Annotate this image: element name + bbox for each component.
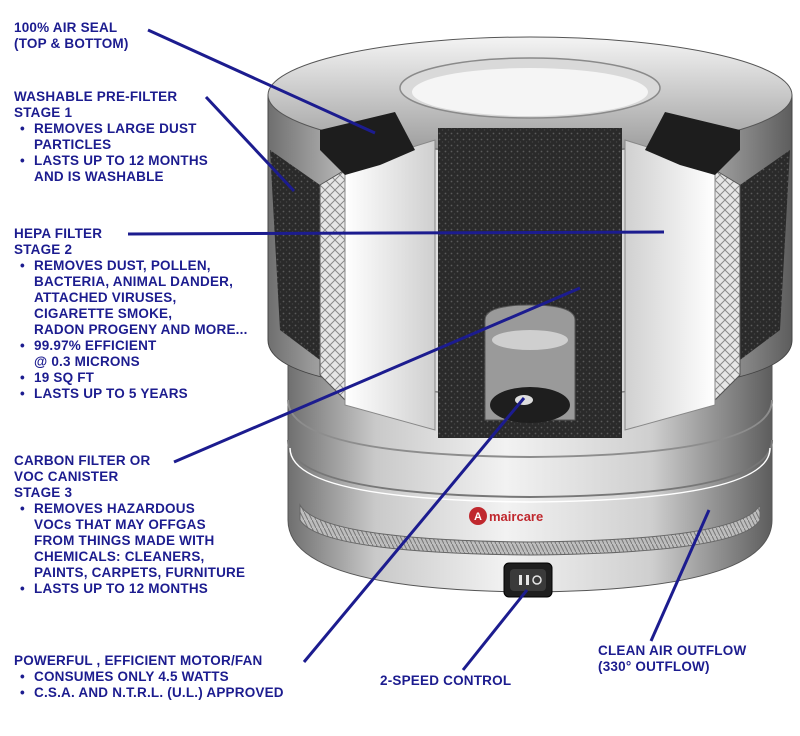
leader-motor	[302, 397, 526, 663]
motor-label: POWERFUL , EFFICIENT MOTOR/FAN CONSUMES …	[14, 653, 284, 701]
carbon-label: CARBON FILTER OR VOC CANISTER STAGE 3 RE…	[14, 453, 245, 597]
hepa-label: HEPA FILTER STAGE 2 REMOVES DUST, POLLEN…	[14, 226, 248, 402]
svg-text:A: A	[474, 511, 482, 523]
leader-lines	[127, 28, 711, 671]
filter-cutaway	[270, 112, 790, 438]
svg-text:maircare: maircare	[489, 509, 543, 524]
leader-prefilter	[204, 95, 296, 193]
leader-air-seal	[147, 28, 376, 135]
speed-control-label: 2-SPEED CONTROL	[380, 673, 512, 688]
speed-switch[interactable]	[503, 562, 553, 598]
leader-speed	[461, 589, 529, 671]
leader-outflow	[649, 509, 711, 642]
leader-carbon	[173, 286, 581, 464]
air-seal-label: 100% AIR SEAL (TOP & BOTTOM)	[14, 20, 129, 51]
outflow-label: CLEAN AIR OUTFLOW (330° OUTFLOW)	[598, 643, 747, 674]
amaircare-logo: A maircare	[469, 507, 543, 525]
leader-hepa	[127, 230, 665, 236]
prefilter-label: WASHABLE PRE-FILTER STAGE 1 REMOVES LARG…	[14, 89, 208, 185]
